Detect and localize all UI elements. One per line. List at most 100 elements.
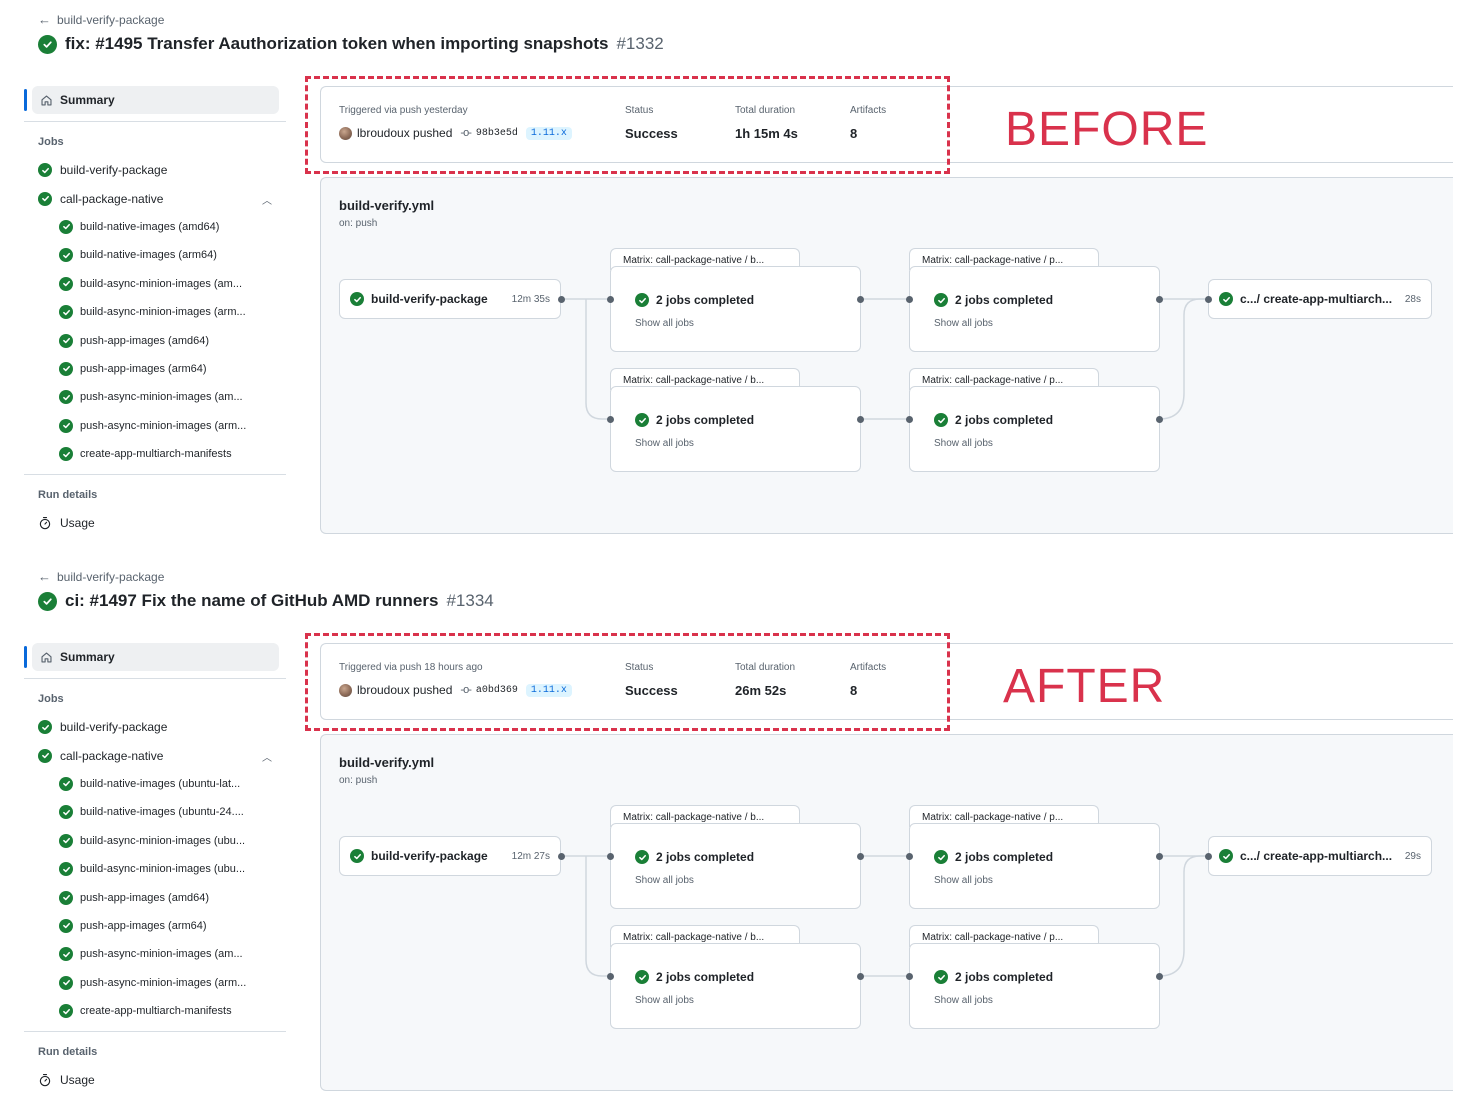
connector-dot (857, 416, 864, 423)
sidebar-job-label: call-package-native (60, 748, 164, 763)
avatar[interactable] (339, 126, 352, 140)
job-node-duration: 29s (1404, 850, 1421, 862)
sidebar-sub-job[interactable]: push-app-images (arm64) (24, 912, 286, 940)
sidebar-sub-job-label: build-async-minion-images (ubu... (80, 834, 246, 847)
artifacts-value[interactable]: 8 (850, 126, 858, 141)
sidebar-sub-job-label: push-async-minion-images (arm... (80, 419, 247, 432)
sidebar-sub-job[interactable]: push-async-minion-images (arm... (24, 969, 286, 997)
commit-sha[interactable]: a0bd369 (475, 684, 518, 696)
sidebar-sub-job[interactable]: create-app-multiarch-manifests (24, 997, 286, 1025)
back-link[interactable]: ← build-verify-package (38, 12, 164, 27)
job-node-build-verify-package[interactable]: build-verify-package 12m 35s (339, 279, 561, 319)
jobs-completed: 2 jobs completed (955, 413, 1054, 427)
job-node-label: c.../ create-app-multiarch... (1240, 849, 1393, 863)
check-circle-icon (59, 1004, 73, 1019)
sidebar-item-usage[interactable]: Usage (24, 1066, 286, 1094)
check-circle-icon (59, 333, 73, 348)
annotation-label: BEFORE (1005, 103, 1209, 156)
branch-badge[interactable]: 1.11.x (525, 683, 572, 697)
matrix-node[interactable]: 2 jobs completed Show all jobs (909, 386, 1160, 472)
chevron-up-icon[interactable]: ︿ (262, 196, 272, 208)
artifacts-label: Artifacts (850, 662, 887, 673)
home-icon (41, 651, 52, 663)
matrix-node[interactable]: 2 jobs completed Show all jobs (610, 266, 861, 352)
show-all-jobs-link[interactable]: Show all jobs (635, 318, 694, 329)
sidebar-sub-job[interactable]: push-app-images (amd64) (24, 883, 286, 911)
divider (24, 121, 286, 122)
job-node-create-app-multiarch[interactable]: c.../ create-app-multiarch... 29s (1208, 836, 1432, 876)
pusher[interactable]: lbroudoux pushed (357, 126, 453, 140)
sidebar-job[interactable]: build-verify-package (24, 156, 286, 184)
jobs-heading: Jobs (38, 136, 64, 148)
sidebar-sub-job[interactable]: create-app-multiarch-manifests (24, 440, 286, 468)
workflow-trigger: on: push (339, 218, 378, 229)
avatar[interactable] (339, 683, 352, 697)
show-all-jobs-link[interactable]: Show all jobs (635, 438, 694, 449)
commit-sha[interactable]: 98b3e5d (475, 127, 518, 139)
job-node-duration: 12m 35s (511, 293, 550, 305)
show-all-jobs-link[interactable]: Show all jobs (635, 875, 694, 886)
check-circle-icon (59, 833, 73, 848)
job-node-build-verify-package[interactable]: build-verify-package 12m 27s (339, 836, 561, 876)
artifacts-value[interactable]: 8 (850, 683, 858, 698)
sidebar-sub-job[interactable]: build-native-images (ubuntu-24.... (24, 798, 286, 826)
sidebar-sub-job[interactable]: build-native-images (arm64) (24, 241, 286, 269)
check-circle-icon (59, 890, 73, 905)
show-all-jobs-link[interactable]: Show all jobs (635, 995, 694, 1006)
sidebar-sub-job[interactable]: build-native-images (ubuntu-lat... (24, 770, 286, 798)
back-link[interactable]: ← build-verify-package (38, 569, 164, 584)
job-node-create-app-multiarch[interactable]: c.../ create-app-multiarch... 28s (1208, 279, 1432, 319)
sidebar-sub-job[interactable]: push-app-images (amd64) (24, 326, 286, 354)
matrix-node[interactable]: 2 jobs completed Show all jobs (610, 943, 861, 1029)
sidebar-sub-job[interactable]: build-async-minion-images (am... (24, 270, 286, 298)
workflow-file-name[interactable]: build-verify.yml (339, 198, 435, 213)
branch-badge[interactable]: 1.11.x (525, 126, 572, 140)
sidebar-sub-job[interactable]: push-async-minion-images (am... (24, 383, 286, 411)
sidebar-sub-job[interactable]: build-async-minion-images (arm... (24, 298, 286, 326)
sidebar-item-usage[interactable]: Usage (24, 509, 286, 537)
sidebar-job-group[interactable]: call-package-native ︿ (24, 184, 286, 212)
sidebar-job-group[interactable]: call-package-native ︿ (24, 741, 286, 769)
check-circle-icon (635, 413, 649, 427)
connector-dot (607, 296, 614, 303)
sidebar-sub-job[interactable]: push-async-minion-images (am... (24, 940, 286, 968)
graph-connectors (561, 855, 1209, 977)
sidebar-item-summary[interactable]: Summary (24, 643, 279, 671)
job-node-duration: 28s (1404, 293, 1421, 305)
sidebar-sub-job-label: create-app-multiarch-manifests (80, 448, 232, 461)
check-circle-icon (934, 293, 948, 307)
workflow-file-name[interactable]: build-verify.yml (339, 755, 435, 770)
sidebar-sub-job[interactable]: push-app-images (arm64) (24, 355, 286, 383)
show-all-jobs-link[interactable]: Show all jobs (934, 995, 993, 1006)
sidebar: Summary Jobs build-verify-package call-p… (24, 643, 286, 1094)
artifacts-label: Artifacts (850, 105, 887, 116)
status-value: Success (625, 126, 678, 141)
commit-icon: -o- (460, 127, 471, 139)
connector-dot (906, 853, 913, 860)
matrix-node[interactable]: 2 jobs completed Show all jobs (909, 823, 1160, 909)
sidebar-sub-job[interactable]: build-native-images (amd64) (24, 213, 286, 241)
show-all-jobs-link[interactable]: Show all jobs (934, 875, 993, 886)
sidebar-sub-job[interactable]: push-async-minion-images (arm... (24, 412, 286, 440)
show-all-jobs-link[interactable]: Show all jobs (934, 318, 993, 329)
sidebar-job[interactable]: build-verify-package (24, 713, 286, 741)
check-circle-icon (38, 591, 57, 611)
matrix-node[interactable]: 2 jobs completed Show all jobs (610, 823, 861, 909)
matrix-node[interactable]: 2 jobs completed Show all jobs (909, 943, 1160, 1029)
run-number: #1334 (446, 591, 494, 610)
connector-dot (1156, 973, 1163, 980)
sidebar-sub-job[interactable]: build-async-minion-images (ubu... (24, 827, 286, 855)
chevron-up-icon[interactable]: ︿ (262, 753, 272, 765)
matrix-node[interactable]: 2 jobs completed Show all jobs (909, 266, 1160, 352)
check-circle-icon (635, 970, 649, 984)
pusher[interactable]: lbroudoux pushed (357, 683, 453, 697)
active-indicator (24, 89, 27, 111)
sidebar-item-summary[interactable]: Summary (24, 86, 279, 114)
sidebar-sub-job[interactable]: build-async-minion-images (ubu... (24, 855, 286, 883)
connector-dot (906, 296, 913, 303)
matrix-node[interactable]: 2 jobs completed Show all jobs (610, 386, 861, 472)
sidebar-sub-job-label: build-native-images (arm64) (80, 249, 217, 262)
check-circle-icon (59, 248, 73, 263)
show-all-jobs-link[interactable]: Show all jobs (934, 438, 993, 449)
check-circle-icon (1219, 849, 1233, 863)
